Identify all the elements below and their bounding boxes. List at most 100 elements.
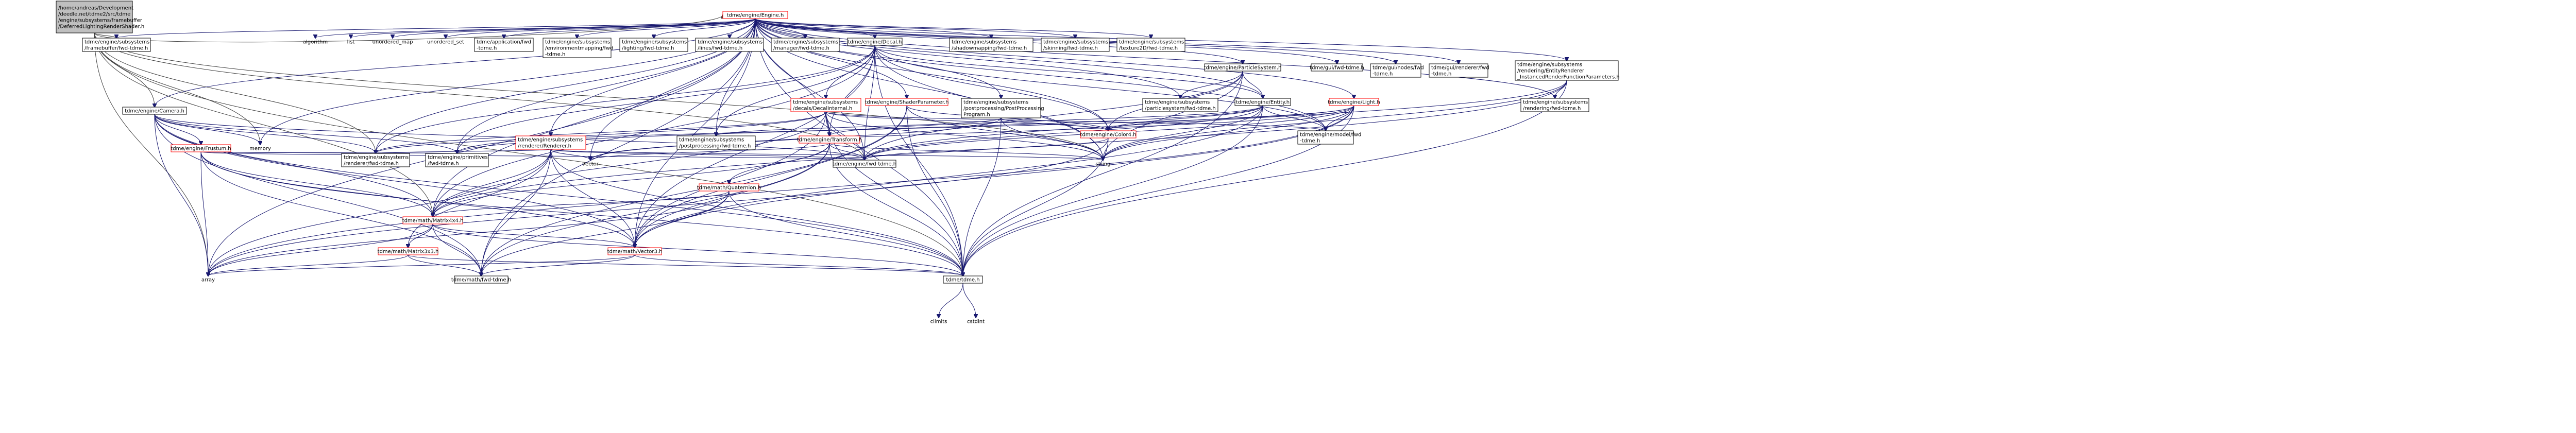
node-matrix4x4_h[interactable]: tdme/math/Matrix4x4.h	[402, 216, 464, 224]
node-entity_h[interactable]: tdme/engine/Entity.h	[1234, 98, 1291, 106]
edge-engine_h-to-vector3_h	[635, 18, 756, 248]
node-label-string: string	[1096, 162, 1111, 167]
node-label-lines_fwd: tdme/engine/subsystems	[698, 40, 762, 45]
node-skinning_fwd[interactable]: tdme/engine/subsystems/skinning/fwd-tdme…	[1041, 38, 1110, 52]
edge-decal_h-to-entity_h	[874, 45, 1263, 98]
node-engine_fwd[interactable]: tdme/engine/fwd-tdme.h	[833, 160, 896, 168]
node-memory: memory	[249, 146, 271, 152]
node-camera_h[interactable]: tdme/engine/Camera.h	[122, 107, 187, 115]
edge-frustum_h-to-engine_fwd	[200, 151, 865, 160]
node-box-tdme_h	[943, 275, 983, 284]
node-decal_h[interactable]: tdme/engine/Decal.h	[847, 38, 903, 46]
edge-renderer_h-to-renderer_fwd	[376, 149, 551, 153]
node-label-manager_fwd: /manager/fwd-tdme.h	[773, 46, 829, 51]
edge-frustum_h-to-primitives_fwd	[200, 152, 457, 153]
edge-light_h-to-array	[208, 105, 1354, 276]
node-unordered_map: unordered_map	[372, 40, 413, 45]
node-math_fwd[interactable]: tdme/math/fwd-tdme.h	[451, 275, 511, 284]
edge-engine_h-to-algorithm	[315, 18, 756, 38]
node-color4_h[interactable]: tdme/engine/Color4.h	[1080, 130, 1137, 138]
node-box-vector3_h	[607, 247, 662, 255]
node-renderer_h[interactable]: tdme/engine/subsystems/renderer/Renderer…	[515, 135, 586, 150]
node-manager_fwd[interactable]: tdme/engine/subsystems/manager/fwd-tdme.…	[771, 38, 840, 52]
edge-engine_h-to-renderer_h	[551, 18, 756, 136]
edge-quaternion_h-to-matrix4x4_h	[433, 190, 730, 217]
node-box-skinning_fwd	[1041, 38, 1110, 52]
node-label-root: /home/andreas/Development	[58, 6, 133, 11]
edge-pp_program_h-to-tdme_h	[963, 117, 1002, 276]
node-label-transform_h: tdme/engine/Transform.h	[797, 137, 862, 143]
node-renderer_fwd[interactable]: tdme/engine/subsystems/renderer/fwd-tdme…	[341, 153, 410, 167]
node-label-model_fwd: -tdme.h	[1300, 138, 1320, 144]
node-tdme_h[interactable]: tdme/tdme.h	[943, 275, 983, 284]
edge-decal_h-to-tdme_h	[874, 45, 963, 276]
node-decalinternal_h[interactable]: tdme/engine/subsystems/decals/DecalInter…	[790, 98, 861, 112]
node-model_fwd[interactable]: tdme/engine/model/fwd-tdme.h	[1297, 130, 1361, 145]
node-matrix3x3_h[interactable]: tdme/math/Matrix3x3.h	[378, 247, 439, 255]
node-rendering_fwd[interactable]: tdme/engine/subsystems/rendering/fwd-tdm…	[1520, 98, 1589, 112]
node-particlesystem_fwd[interactable]: tdme/engine/subsystems/particlesystem/fw…	[1142, 98, 1218, 112]
node-array: array	[201, 278, 215, 283]
node-engine_h[interactable]: tdme/engine/Engine.h	[722, 11, 788, 19]
node-framebuffer_fwd[interactable]: tdme/engine/subsystems/framebuffer/fwd-t…	[82, 38, 151, 52]
node-box-entity_h	[1234, 98, 1291, 106]
edge-quaternion_h-to-math_fwd	[481, 190, 730, 276]
node-box-engine_fwd	[833, 160, 896, 168]
node-box-decalinternal_h	[790, 98, 861, 112]
edge-engine_h-to-matrix4x4_h	[433, 18, 756, 217]
node-shadowmapping_fwd[interactable]: tdme/engine/subsystems/shadowmapping/fwd…	[949, 38, 1033, 52]
edge-engine_h-to-unordered_map	[393, 18, 756, 38]
edge-matrix3x3_h-to-math_fwd	[408, 254, 481, 276]
node-particlesystem_h[interactable]: tdme/engine/ParticleSystem.h	[1204, 63, 1282, 72]
node-texture2d_fwd[interactable]: tdme/engine/subsystems/texture2D/fwd-tdm…	[1116, 38, 1185, 52]
edge-engine_h-to-shaderparam_h	[755, 18, 907, 98]
node-label-engine_h: tdme/engine/Engine.h	[727, 13, 784, 19]
edge-renderer_h-to-tdme_h	[550, 149, 963, 276]
edge-transform_h-to-quaternion_h	[729, 143, 830, 184]
node-label-model_fwd: tdme/engine/model/fwd	[1300, 132, 1361, 138]
node-gui_fwd[interactable]: tdme/gui/fwd-tdme.h	[1310, 63, 1364, 72]
node-box-guinodes_fwd	[1370, 63, 1421, 78]
edge-engine_h-to-rendering_fwd	[755, 18, 1555, 98]
node-primitives_fwd[interactable]: tdme/engine/primitives/fwd-tdme.h	[425, 153, 489, 167]
edge-root-to-string	[94, 32, 1103, 160]
node-label-texture2d_fwd: tdme/engine/subsystems	[1119, 40, 1184, 45]
edge-renderer_h-to-array	[208, 149, 551, 276]
node-frustum_h[interactable]: tdme/engine/Frustum.h	[171, 144, 231, 152]
node-vector3_h[interactable]: tdme/math/Vector3.h	[607, 247, 663, 255]
node-lines_fwd[interactable]: tdme/engine/subsystems/lines/fwd-tdme.h	[695, 38, 764, 52]
edge-camera_h-to-frustum_h	[154, 114, 201, 145]
node-label-renderer_h: tdme/engine/subsystems	[518, 137, 583, 143]
node-shaderparam_h[interactable]: tdme/engine/ShaderParameter.h	[865, 98, 949, 106]
edge-engine_h-to-light_h	[755, 18, 1354, 98]
node-envmapping_fwd[interactable]: tdme/engine/subsystems/environmentmappin…	[543, 38, 613, 58]
edge-light_h-to-string	[1103, 105, 1354, 160]
node-climits: climits	[930, 319, 947, 325]
node-box-framebuffer_fwd	[82, 38, 151, 52]
node-light_h[interactable]: tdme/engine/Light.h	[1328, 98, 1380, 106]
edge-engine_h-to-application_fwd	[504, 18, 756, 38]
node-lighting_fwd[interactable]: tdme/engine/subsystems/lighting/fwd-tdme…	[619, 38, 688, 52]
node-label-guinodes_fwd: tdme/gui/nodes/fwd	[1372, 65, 1424, 71]
node-label-climits: climits	[930, 319, 947, 325]
edge-engine_h-to-camera_h	[155, 18, 756, 107]
node-guirenderer_fwd[interactable]: tdme/gui/renderer/fwd-tdme.h	[1429, 63, 1489, 78]
node-label-instanced_h: /rendering/EntityRenderer	[1517, 68, 1585, 74]
edge-renderer_h-to-engine_fwd	[550, 149, 865, 160]
node-label-vector: vector	[582, 162, 599, 167]
node-transform_h[interactable]: tdme/engine/Transform.h	[797, 135, 862, 144]
edge-transform_h-to-vector3_h	[635, 143, 830, 248]
node-instanced_h[interactable]: tdme/engine/subsystems/rendering/EntityR…	[1515, 60, 1620, 81]
node-pp_fwd[interactable]: tdme/engine/subsystems/postprocessing/fw…	[676, 135, 756, 150]
edge-transform_h-to-math_fwd	[481, 143, 830, 276]
edge-instanced_h-to-tdme_h	[963, 80, 1567, 276]
node-guinodes_fwd[interactable]: tdme/gui/nodes/fwd-tdme.h	[1370, 63, 1424, 78]
node-label-pp_fwd: tdme/engine/subsystems	[679, 137, 744, 143]
node-string: string	[1096, 162, 1111, 167]
edge-decal_h-to-color4_h	[874, 45, 1108, 131]
node-application_fwd[interactable]: tdme/application/fwd-tdme.h	[474, 38, 534, 52]
node-pp_program_h[interactable]: tdme/engine/subsystems/postprocessing/Po…	[961, 98, 1044, 118]
node-label-pp_program_h: tdme/engine/subsystems	[963, 100, 1028, 106]
node-quaternion_h[interactable]: tdme/math/Quaternion.h	[697, 183, 761, 192]
node-root[interactable]: /home/andreas/Development/deedle.net/tdm…	[56, 1, 144, 33]
